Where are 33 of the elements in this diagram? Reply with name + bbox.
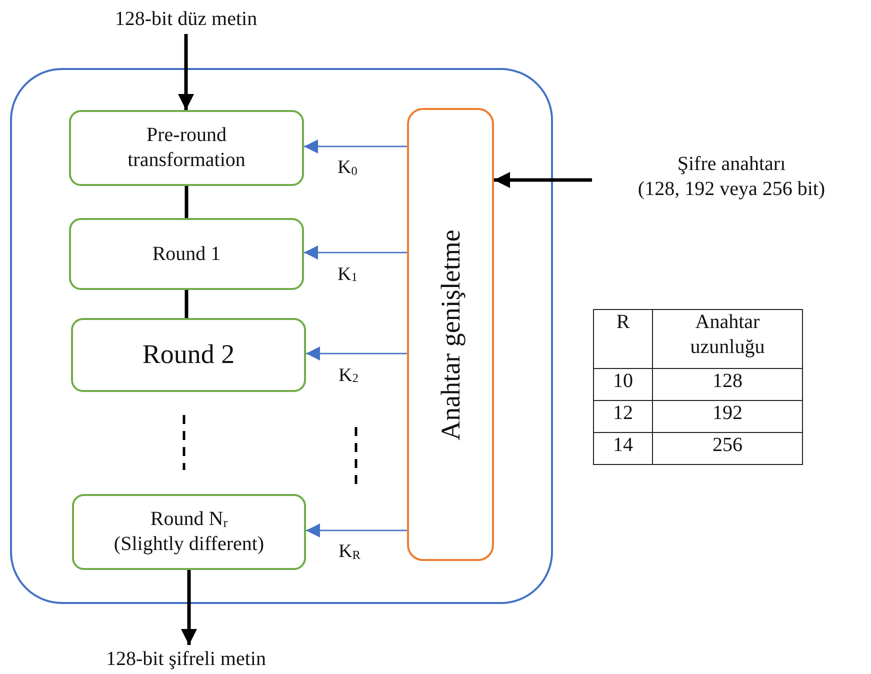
vertical-label: Anahtar genişletme — [435, 229, 466, 440]
arrow — [306, 346, 407, 361]
flow-text: Şifre anahtarı — [677, 152, 786, 177]
table-header: Anahtar uzunluğu — [652, 310, 802, 368]
table-header: R — [594, 310, 652, 368]
table-cell: 10 — [594, 368, 652, 400]
arrow — [494, 172, 592, 188]
table-cell: 256 — [652, 432, 802, 464]
arrow — [306, 523, 407, 538]
process-box — [72, 494, 306, 570]
arrow — [304, 139, 407, 154]
box-label: Round 2 — [142, 338, 235, 372]
connector-line — [184, 290, 188, 318]
arrow — [181, 570, 197, 645]
key-expansion-box — [407, 108, 494, 561]
system-frame — [10, 68, 553, 604]
box-label: (Slightly different) — [114, 532, 264, 557]
process-box — [69, 110, 304, 186]
box-label: Pre-round transformation — [126, 123, 246, 173]
flow-text: (128, 192 veya 256 bit) — [638, 177, 826, 202]
table-cell: 192 — [652, 400, 802, 432]
table-cell: 12 — [594, 400, 652, 432]
process-box — [69, 218, 304, 290]
flow-text: 128-bit şifreli metin — [106, 646, 266, 672]
arrow — [178, 34, 194, 110]
flow-text: 128-bit düz metin — [114, 6, 258, 32]
box-label: Round N$_{r}$ — [150, 507, 228, 532]
process-box — [71, 318, 306, 392]
connector-line — [184, 186, 188, 218]
arrow — [304, 246, 407, 260]
box-label: Round 1 — [152, 242, 221, 266]
table-cell: 14 — [594, 432, 652, 464]
table-cell: 128 — [652, 368, 802, 400]
